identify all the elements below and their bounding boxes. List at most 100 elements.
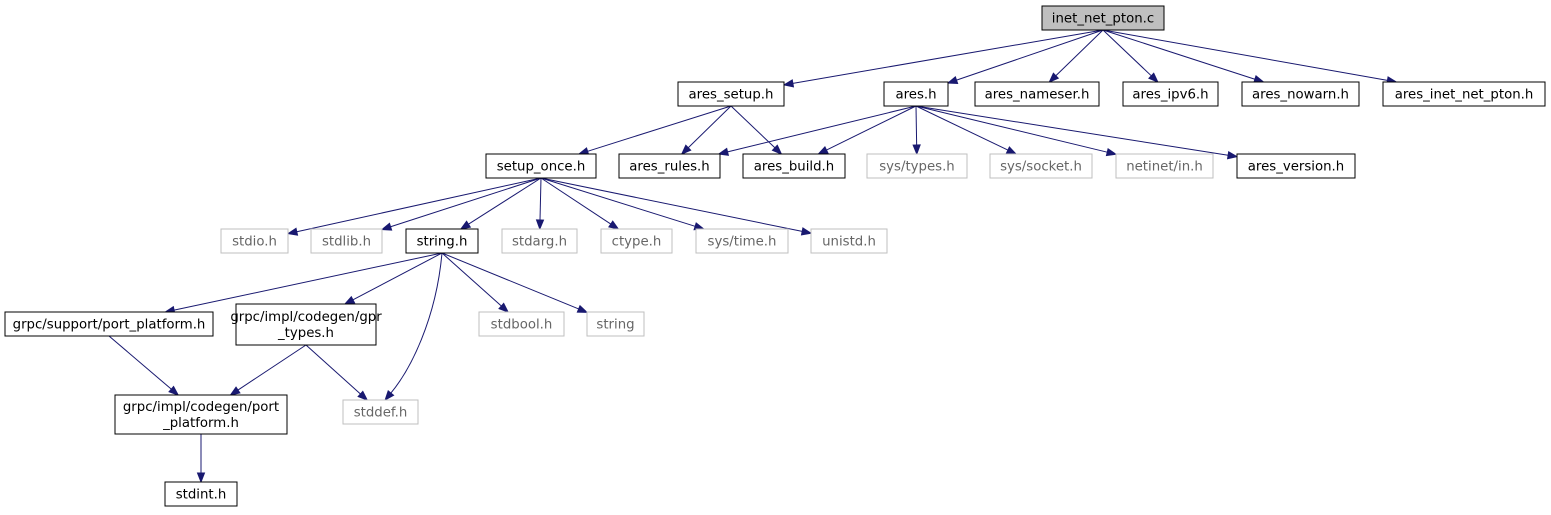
node-ares[interactable]: ares.h <box>883 81 949 107</box>
node-box <box>618 153 721 179</box>
edge-setup-once-to-ctype <box>540 177 612 225</box>
node-label: sys/types.h <box>879 160 955 175</box>
nodes-layer: inet_net_pton.c ares_setup.h ares.h ares_na… <box>4 5 1546 507</box>
node-box <box>342 399 419 425</box>
node-ares-ipv6[interactable]: ares_ipv6.h <box>1122 81 1219 107</box>
node-label: stdarg.h <box>512 235 567 250</box>
edge-port-platform-support-to-port-platform-codegen <box>108 335 172 390</box>
node-ctype[interactable]: ctype.h <box>600 228 673 254</box>
arrowhead <box>498 302 510 313</box>
edge-setup-once-to-sys-time <box>540 177 696 227</box>
node-string-h[interactable]: string.h <box>405 228 479 254</box>
node-inet[interactable]: inet_net_pton.c <box>1041 5 1165 31</box>
edge-ares-setup-to-ares-rules <box>687 105 732 149</box>
arrowhead <box>535 219 545 231</box>
arrowhead <box>1005 146 1018 155</box>
node-ares-build[interactable]: ares_build.h <box>742 153 846 179</box>
arrowhead <box>800 227 813 236</box>
edge-inet-to-ares-setup <box>792 29 1104 84</box>
node-ares-inet-net-pton[interactable]: ares_inet_net_pton.h <box>1382 81 1546 107</box>
edge-string-h-to-port-platform-support <box>173 252 443 311</box>
arrowhead <box>1148 72 1159 83</box>
node-box <box>742 153 846 179</box>
arrowhead <box>229 386 241 396</box>
arrowhead <box>384 389 395 402</box>
arrowhead <box>380 222 393 231</box>
edge-string-h-to-stddef <box>390 252 443 394</box>
edge-string-h-to-gpr-types <box>352 252 443 301</box>
arrowhead <box>1048 72 1060 83</box>
edge-setup-once-to-stdio <box>296 177 542 233</box>
arrowhead <box>1226 151 1239 160</box>
node-ares-version[interactable]: ares_version.h <box>1236 153 1356 179</box>
node-setup-once[interactable]: setup_once.h <box>485 153 597 179</box>
arrowhead <box>608 220 620 230</box>
node-box <box>695 228 789 254</box>
edge-gpr-types-to-stddef <box>305 344 361 395</box>
node-label: unistd.h <box>822 235 876 250</box>
node-box <box>810 228 888 254</box>
node-gpr-types[interactable]: grpc/impl/codegen/gpr_types.h <box>230 303 382 346</box>
edge-setup-once-to-string-h <box>468 177 542 225</box>
arrowhead <box>817 146 829 155</box>
node-label: stdlib.h <box>322 235 371 250</box>
node-box <box>586 311 645 337</box>
edge-setup-once-to-stdarg <box>539 177 542 221</box>
edge-ares-to-sys-types <box>915 105 918 146</box>
edge-ares-to-netinet-in <box>915 105 1108 153</box>
node-sys-time[interactable]: sys/time.h <box>695 228 789 254</box>
node-label: sys/socket.h <box>1000 160 1082 175</box>
node-box <box>1382 81 1546 107</box>
edge-string-h-to-stdbool <box>441 252 502 307</box>
node-box <box>485 153 597 179</box>
node-label: string <box>596 318 634 333</box>
node-box <box>1041 5 1165 31</box>
node-stdarg[interactable]: stdarg.h <box>501 228 578 254</box>
node-label: ares.h <box>895 88 936 103</box>
node-port-platform-support[interactable]: grpc/support/port_platform.h <box>4 311 214 337</box>
edge-ares-to-sys-socket <box>915 105 1009 151</box>
node-stdint[interactable]: stdint.h <box>164 481 238 507</box>
node-stdlib[interactable]: stdlib.h <box>310 228 383 254</box>
arrowhead <box>357 390 369 401</box>
node-box <box>1122 81 1219 107</box>
arrowhead <box>286 227 299 236</box>
arrowhead <box>1105 147 1118 157</box>
node-label: ares_nowarn.h <box>1252 88 1349 103</box>
node-label: grpc/support/port_platform.h <box>13 318 206 333</box>
node-box <box>600 228 673 254</box>
node-box <box>1241 81 1360 107</box>
node-stddef[interactable]: stddef.h <box>342 399 419 425</box>
node-sys-socket[interactable]: sys/socket.h <box>989 153 1093 179</box>
node-netinet-in[interactable]: netinet/in.h <box>1115 153 1214 179</box>
node-stdbool[interactable]: stdbool.h <box>478 311 565 337</box>
node-label: _types.h <box>277 326 334 341</box>
arrowhead <box>343 295 356 305</box>
node-box <box>405 228 479 254</box>
node-sys-types[interactable]: sys/types.h <box>866 153 968 179</box>
node-ares-setup[interactable]: ares_setup.h <box>677 81 785 107</box>
node-string[interactable]: string <box>586 311 645 337</box>
node-label: stdbool.h <box>491 318 553 333</box>
edge-inet-to-ares-inet-net-pton <box>1102 29 1388 81</box>
edge-inet-to-ares <box>956 29 1104 81</box>
node-port-platform-codegen[interactable]: grpc/impl/codegen/port_platform.h <box>114 394 288 435</box>
arrowhead <box>576 304 589 313</box>
node-box <box>478 311 565 337</box>
node-label: netinet/in.h <box>1126 160 1203 175</box>
node-ares-rules[interactable]: ares_rules.h <box>618 153 721 179</box>
node-box <box>1236 153 1356 179</box>
node-ares-nameser[interactable]: ares_nameser.h <box>974 81 1100 107</box>
node-unistd[interactable]: unistd.h <box>810 228 888 254</box>
node-label: stdint.h <box>176 488 227 503</box>
node-stdio[interactable]: stdio.h <box>220 228 289 254</box>
node-label: ares_setup.h <box>689 88 774 103</box>
arrowhead <box>168 385 180 396</box>
node-ares-nowarn[interactable]: ares_nowarn.h <box>1241 81 1360 107</box>
node-label: setup_once.h <box>497 160 586 175</box>
node-label: stdio.h <box>232 235 277 250</box>
node-label: sys/time.h <box>708 235 777 250</box>
node-label: grpc/impl/codegen/port <box>123 400 279 415</box>
edge-ares-to-ares-build <box>826 105 917 151</box>
